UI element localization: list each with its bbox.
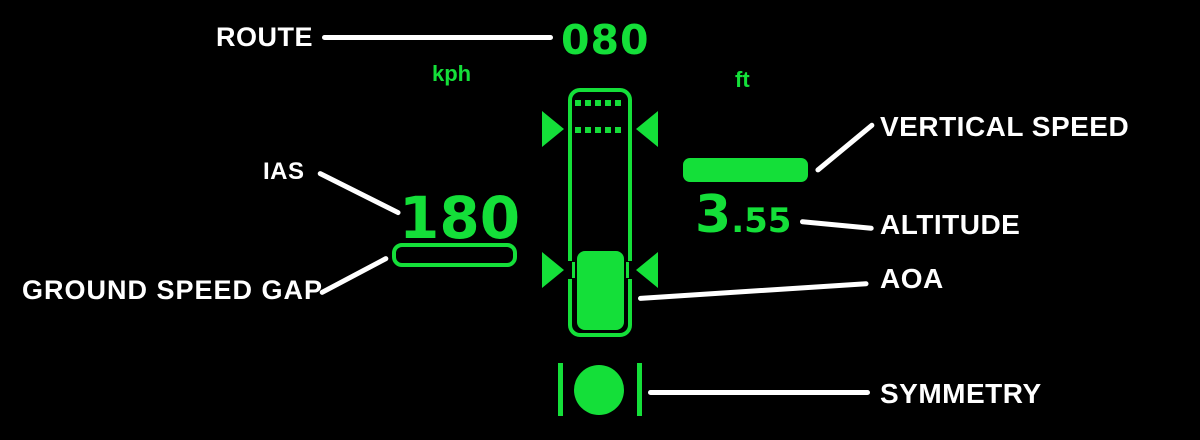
aoa-fill-indicator xyxy=(577,251,624,330)
symmetry-dot-icon xyxy=(574,365,624,415)
gauge-left-tick xyxy=(572,262,575,278)
ground-speed-gap-indicator xyxy=(392,243,517,267)
altitude-value-fraction: .55 xyxy=(731,201,792,241)
pointer-triangle-bottom-left-icon xyxy=(542,252,564,288)
gauge-left-scale-gap xyxy=(564,261,574,279)
altitude-label: ALTITUDE xyxy=(880,209,1021,240)
ias-label: IAS xyxy=(263,158,305,185)
aoa-leader-line xyxy=(637,281,869,301)
altitude-value-integer: 3 xyxy=(695,185,732,245)
pointer-triangle-top-right-icon xyxy=(636,111,658,147)
route-value: 080 xyxy=(561,16,650,64)
altitude-unit-label: ft xyxy=(735,67,750,92)
vertical-speed-label: VERTICAL SPEED xyxy=(880,111,1130,142)
ground-speed-gap-label: GROUND SPEED GAP xyxy=(22,275,324,305)
pointer-triangle-top-left-icon xyxy=(542,111,564,147)
vertical-speed-leader-line xyxy=(814,121,876,174)
ias-value: 180 xyxy=(399,184,521,252)
vertical-speed-bar xyxy=(683,158,808,182)
gauge-right-scale-gap xyxy=(626,261,636,279)
ground-speed-gap-leader-line xyxy=(318,255,390,296)
altitude-value: 3.55 xyxy=(695,189,791,241)
pointer-triangle-bottom-right-icon xyxy=(636,252,658,288)
symmetry-label: SYMMETRY xyxy=(880,378,1042,409)
speed-unit-label: kph xyxy=(432,61,472,86)
route-leader-line xyxy=(322,35,553,40)
aoa-label: AOA xyxy=(880,263,944,294)
symmetry-left-bar xyxy=(558,363,563,416)
symmetry-right-bar xyxy=(637,363,642,416)
ias-leader-line xyxy=(316,170,402,216)
symmetry-leader-line xyxy=(648,390,870,395)
gauge-dashed-scale-top xyxy=(575,100,625,106)
gauge-dashed-scale-bottom xyxy=(575,127,625,133)
gauge-right-tick xyxy=(626,262,629,278)
altitude-leader-line xyxy=(799,219,874,231)
aoa-gauge-outline xyxy=(568,88,632,337)
route-label: ROUTE xyxy=(216,22,313,52)
